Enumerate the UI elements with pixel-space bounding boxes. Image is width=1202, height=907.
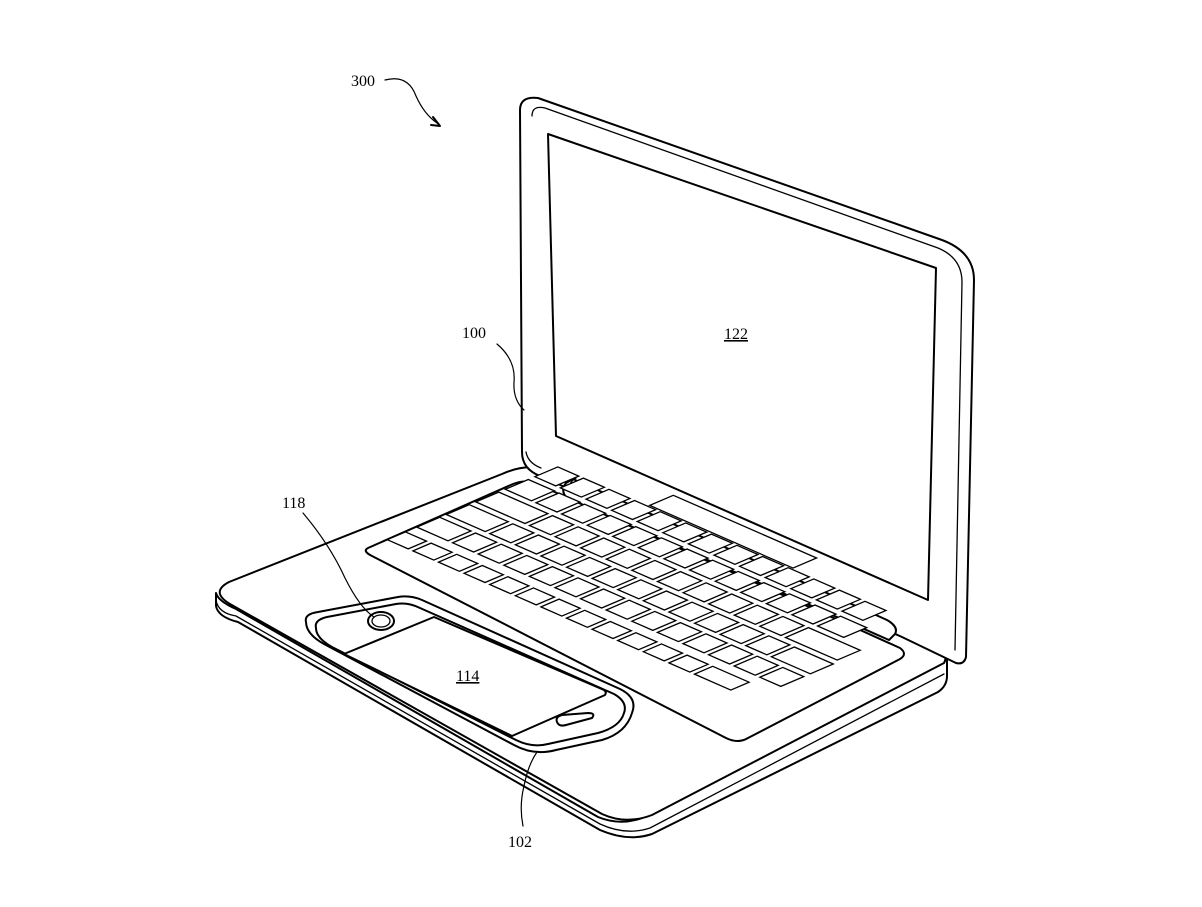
keyboard-spacebar — [648, 494, 819, 569]
keyboard-key — [411, 542, 454, 561]
keyboard-key — [713, 570, 761, 592]
keyboard — [364, 466, 905, 742]
keyboard-key — [687, 559, 736, 580]
keyboard-key — [840, 600, 888, 622]
keyboard-key — [732, 604, 780, 626]
keyboard-key — [655, 621, 704, 643]
keyboard-key — [692, 612, 741, 634]
leader-100 — [496, 343, 525, 411]
keyboard-key — [692, 665, 751, 691]
keyboard-key — [604, 548, 652, 570]
keyboard-key — [503, 478, 557, 502]
keyboard-keys — [385, 466, 888, 691]
keyboard-key — [686, 533, 735, 554]
leader-118 — [302, 512, 375, 618]
keyboard-key — [630, 610, 678, 632]
keyboard-key — [611, 525, 659, 547]
keyboard-key — [585, 514, 633, 536]
label-100: 100 — [462, 325, 486, 342]
keyboard-key — [744, 635, 792, 656]
keyboard-key — [737, 555, 786, 577]
leader-300-arrowhead — [430, 116, 441, 127]
label-114: 114 — [456, 668, 479, 685]
keyboard-key — [474, 491, 550, 525]
keyboard-key — [578, 588, 627, 609]
phone-screen — [343, 616, 607, 737]
keyboard-key — [476, 543, 524, 564]
keyboard-key — [590, 567, 638, 589]
keyboard-key — [815, 615, 869, 639]
keyboard-key — [662, 548, 710, 569]
keyboard-key — [655, 570, 704, 592]
keyboard-key — [712, 544, 760, 566]
keyboard-key — [790, 604, 838, 625]
speaker-slot — [555, 712, 595, 727]
keyboard-key — [763, 566, 811, 588]
keyboard-key — [604, 599, 652, 620]
keyboard-key — [584, 488, 632, 510]
keyboard-key — [553, 577, 601, 598]
keyboard-key — [814, 589, 863, 610]
keyboard-key — [636, 537, 685, 558]
keyboard-key — [385, 531, 429, 550]
keyboard-key — [502, 554, 550, 576]
keyboard-key — [739, 581, 787, 603]
keyboard-key — [681, 582, 729, 603]
keyboard-key — [564, 609, 608, 629]
keyboard-key — [579, 537, 627, 558]
keyboard-key — [616, 579, 664, 600]
keyboard-key — [539, 598, 582, 617]
keyboard-key — [667, 654, 710, 673]
keyboard-key — [488, 575, 531, 595]
keyboard-key — [436, 553, 480, 573]
keyboard-key — [706, 644, 755, 665]
keyboard-key — [635, 510, 683, 532]
display-screen — [547, 133, 937, 601]
keyboard-key — [488, 523, 536, 544]
leader-300 — [384, 78, 438, 124]
keyboard-key — [534, 492, 582, 513]
keyboard-key — [758, 666, 806, 688]
keyboard-key — [661, 522, 709, 543]
keyboard-key — [450, 532, 499, 553]
keyboard-key — [789, 578, 837, 599]
keyboard-key — [630, 559, 678, 581]
keyboard-key — [559, 503, 608, 524]
keyboard-key — [609, 499, 658, 521]
keyboard-key — [758, 615, 806, 637]
keyboard-key — [681, 633, 729, 654]
keyboard-key — [513, 587, 557, 606]
keyboard-key — [527, 565, 576, 587]
label-118: 118 — [282, 495, 305, 512]
keyboard-key — [513, 534, 562, 555]
keyboard-key — [707, 593, 755, 614]
keyboard-key — [718, 623, 766, 645]
keyboard-key — [783, 626, 862, 661]
label-102: 102 — [508, 834, 532, 851]
keyboard-key — [539, 545, 587, 566]
phone — [304, 595, 635, 754]
keyboard-key — [558, 477, 607, 498]
keyboard-key — [415, 516, 473, 542]
keyboard-key — [732, 655, 780, 676]
keyboard-key — [553, 526, 601, 547]
keyboard-key — [769, 646, 835, 675]
keyboard-key — [444, 503, 510, 533]
keyboard-key — [641, 643, 685, 662]
keyboard-key — [462, 564, 505, 584]
label-300: 300 — [351, 73, 375, 90]
keyboard-key — [641, 590, 690, 611]
keyboard-key — [667, 601, 715, 622]
keyboard-key — [564, 556, 613, 578]
keyboard-key — [533, 466, 581, 487]
keyboard-key — [527, 514, 576, 536]
keyboard-key — [590, 620, 633, 640]
keyboard-key — [616, 631, 659, 651]
leader-102 — [520, 751, 538, 827]
label-122: 122 — [724, 326, 748, 343]
keyboard-key — [764, 593, 813, 614]
